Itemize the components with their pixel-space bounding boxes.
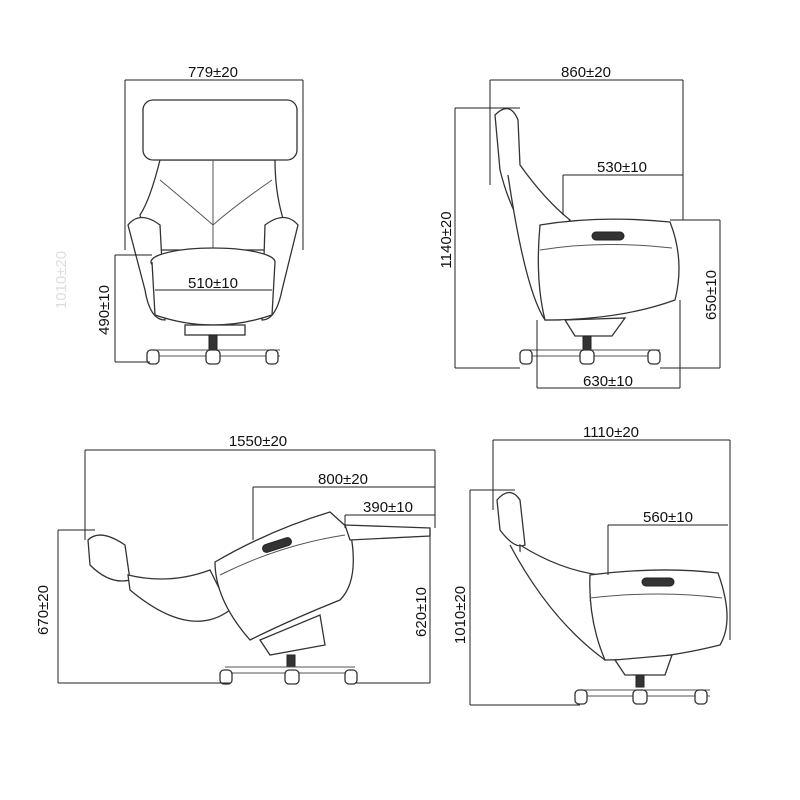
side-reclined-dimensions: 1550±20 800±20 390±10 670±20 620±10 bbox=[35, 433, 436, 684]
side-partial-chair bbox=[496, 491, 728, 705]
upright-depth-label: 860±20 bbox=[561, 64, 611, 81]
upright-seat-depth-label: 530±10 bbox=[597, 159, 647, 176]
front-width-label: 779±20 bbox=[188, 64, 238, 81]
side-partial-dimensions: 1110±20 560±10 1010±20 bbox=[452, 424, 731, 706]
partial-depth-label: 1110±20 bbox=[583, 424, 639, 441]
front-faint-height-label: 1010±20 bbox=[53, 251, 70, 309]
front-view-chair bbox=[127, 99, 299, 365]
reclined-seat-to-foot-label: 800±20 bbox=[318, 471, 368, 488]
upright-arm-height-label: 650±10 bbox=[703, 270, 720, 320]
front-seat-width-label: 510±10 bbox=[188, 275, 238, 292]
side-upright-chair bbox=[494, 108, 680, 365]
upright-base-depth-label: 630±10 bbox=[583, 373, 633, 390]
side-reclined-chair bbox=[87, 511, 431, 685]
front-view-dimensions: 779±20 510±10 490±10 1010±20 bbox=[53, 64, 304, 363]
reclined-footrest-label: 390±10 bbox=[363, 499, 413, 516]
partial-height-label: 1010±20 bbox=[452, 586, 469, 644]
reclined-height-label: 670±20 bbox=[35, 585, 52, 635]
reclined-length-label: 1550±20 bbox=[229, 433, 287, 450]
partial-seat-depth-label: 560±10 bbox=[643, 509, 693, 526]
front-seat-height-label: 490±10 bbox=[96, 285, 113, 335]
side-upright-dimensions: 860±20 530±10 1140±20 650±10 630±10 bbox=[438, 64, 721, 390]
upright-height-label: 1140±20 bbox=[438, 211, 455, 268]
reclined-arm-height-label: 620±10 bbox=[413, 587, 430, 637]
